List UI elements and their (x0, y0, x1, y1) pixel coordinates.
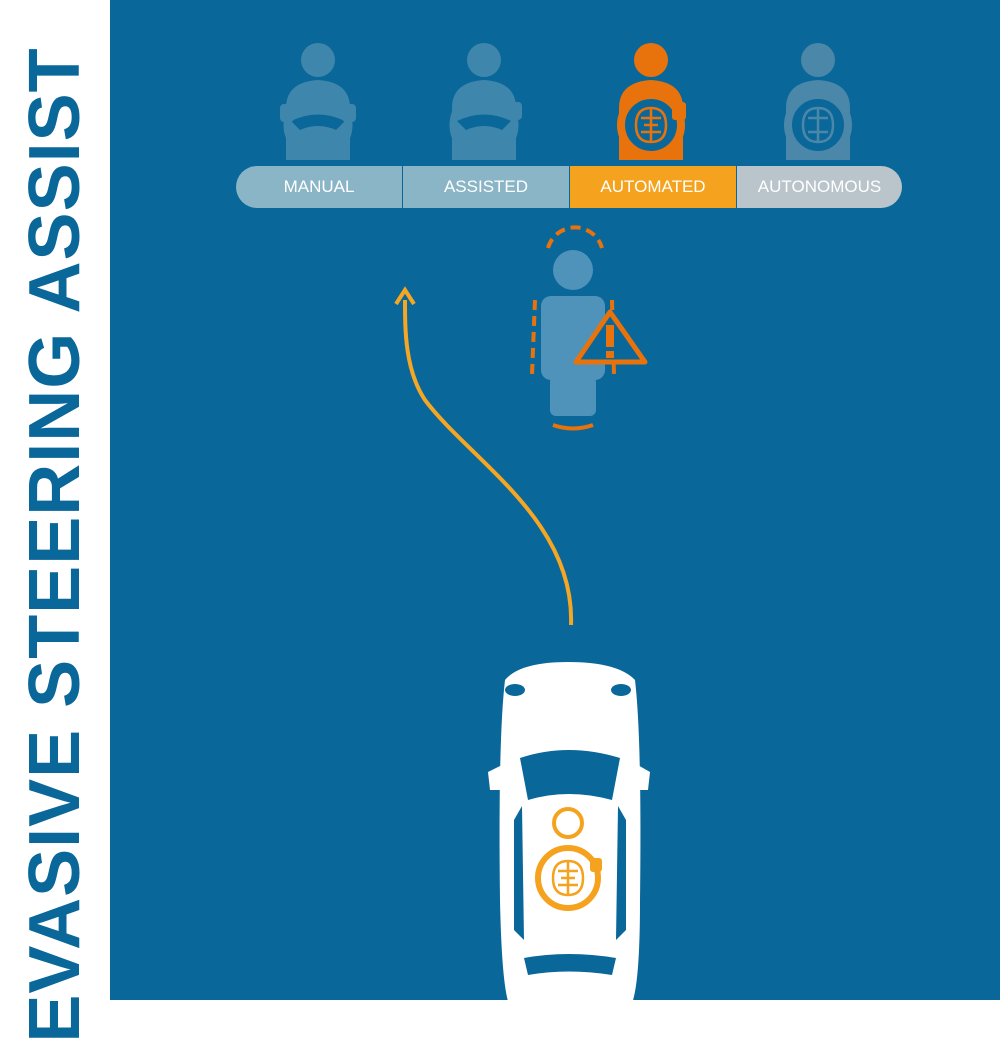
evasive-path-arrow (403, 299, 574, 626)
driver-manual-icon (280, 43, 356, 160)
sidebar: EVASIVE STEERING ASSIST (0, 0, 110, 1043)
car-driver-ai-icon (535, 807, 602, 911)
arrow-head (394, 286, 416, 306)
driver-assisted-icon (449, 43, 522, 160)
level-manual[interactable]: MANUAL (236, 166, 402, 208)
warning-triangle-icon (573, 309, 648, 365)
level-autonomous[interactable]: AUTONOMOUS (737, 166, 902, 208)
automation-level-bar: MANUAL ASSISTED AUTOMATED AUTONOMOUS (236, 166, 902, 208)
driver-automated-icon (617, 43, 686, 160)
level-automated[interactable]: AUTOMATED (570, 166, 736, 208)
car-topview-icon (488, 662, 650, 1000)
level-assisted[interactable]: ASSISTED (403, 166, 569, 208)
diagram-scene (280, 43, 852, 1000)
ai-brain-icon (634, 106, 668, 144)
driver-autonomous-icon (784, 43, 852, 160)
